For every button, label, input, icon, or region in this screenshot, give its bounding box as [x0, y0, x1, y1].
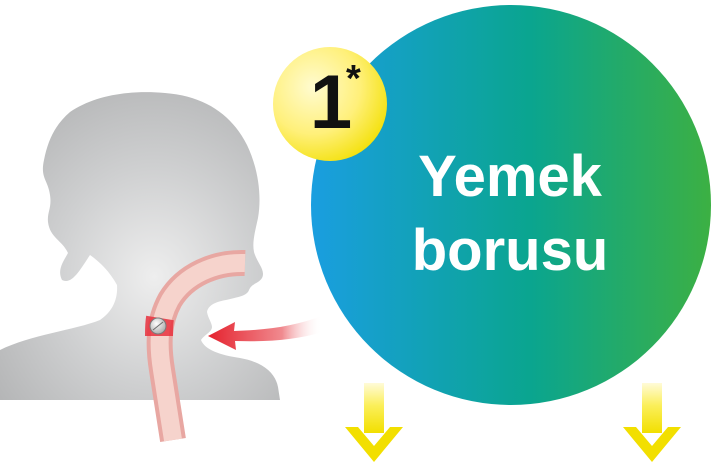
- badge-asterisk: *: [346, 60, 361, 98]
- circle-title-line2: borusu: [340, 214, 680, 288]
- head-silhouette-icon: [0, 92, 280, 400]
- down-arrow-icon: [623, 383, 681, 462]
- down-arrow-icon: [345, 383, 403, 462]
- red-arrow-icon: [208, 316, 322, 350]
- pill-icon: [150, 318, 166, 334]
- circle-title-line1: Yemek: [340, 140, 680, 214]
- circle-title: Yemek borusu: [340, 140, 680, 288]
